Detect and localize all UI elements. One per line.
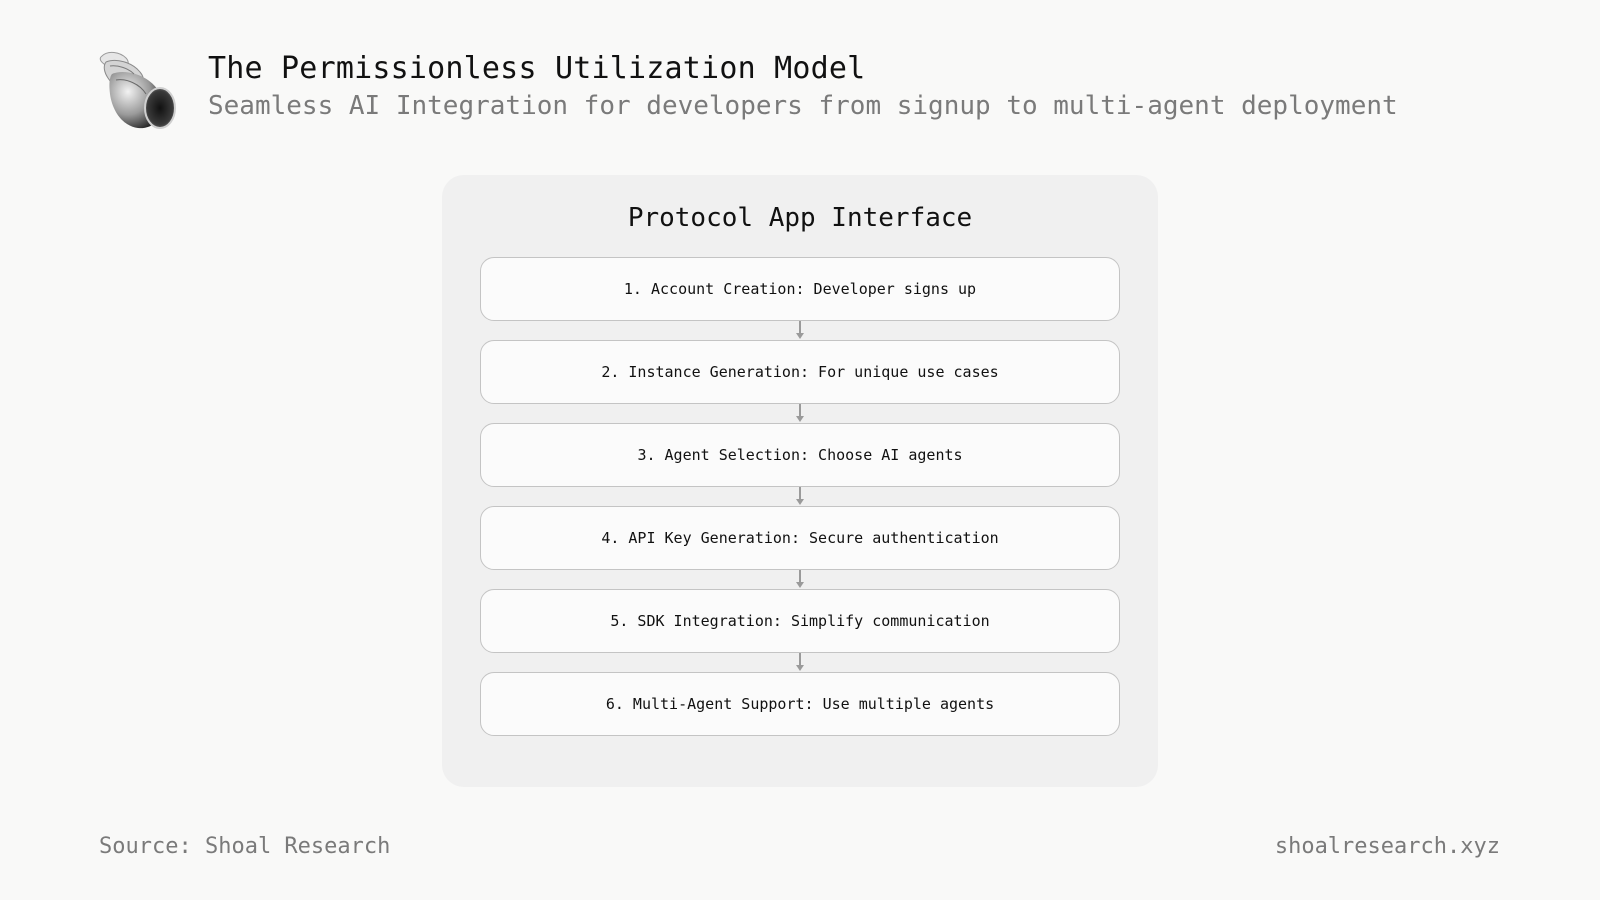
protocol-app-panel: Protocol App Interface 1. Account Creati… <box>442 175 1158 787</box>
source-credit: Source: Shoal Research <box>99 834 391 859</box>
page-subtitle: Seamless AI Integration for developers f… <box>208 91 1398 121</box>
step-api-key-generation: 4. API Key Generation: Secure authentica… <box>480 506 1120 570</box>
shell-logo-icon <box>96 48 182 134</box>
arrow-down-icon <box>480 570 1120 589</box>
step-instance-generation: 2. Instance Generation: For unique use c… <box>480 340 1120 404</box>
step-agent-selection: 3. Agent Selection: Choose AI agents <box>480 423 1120 487</box>
arrow-down-icon <box>480 404 1120 423</box>
step-sdk-integration: 5. SDK Integration: Simplify communicati… <box>480 589 1120 653</box>
panel-title: Protocol App Interface <box>627 203 973 233</box>
step-multi-agent-support: 6. Multi-Agent Support: Use multiple age… <box>480 672 1120 736</box>
arrow-down-icon <box>480 653 1120 672</box>
arrow-down-icon <box>480 487 1120 506</box>
step-list: 1. Account Creation: Developer signs up … <box>480 257 1120 736</box>
site-url: shoalresearch.xyz <box>1274 834 1500 859</box>
step-account-creation: 1. Account Creation: Developer signs up <box>480 257 1120 321</box>
shell-logo-graphic <box>99 51 176 129</box>
arrow-down-icon <box>480 321 1120 340</box>
page-title: The Permissionless Utilization Model <box>208 51 866 86</box>
